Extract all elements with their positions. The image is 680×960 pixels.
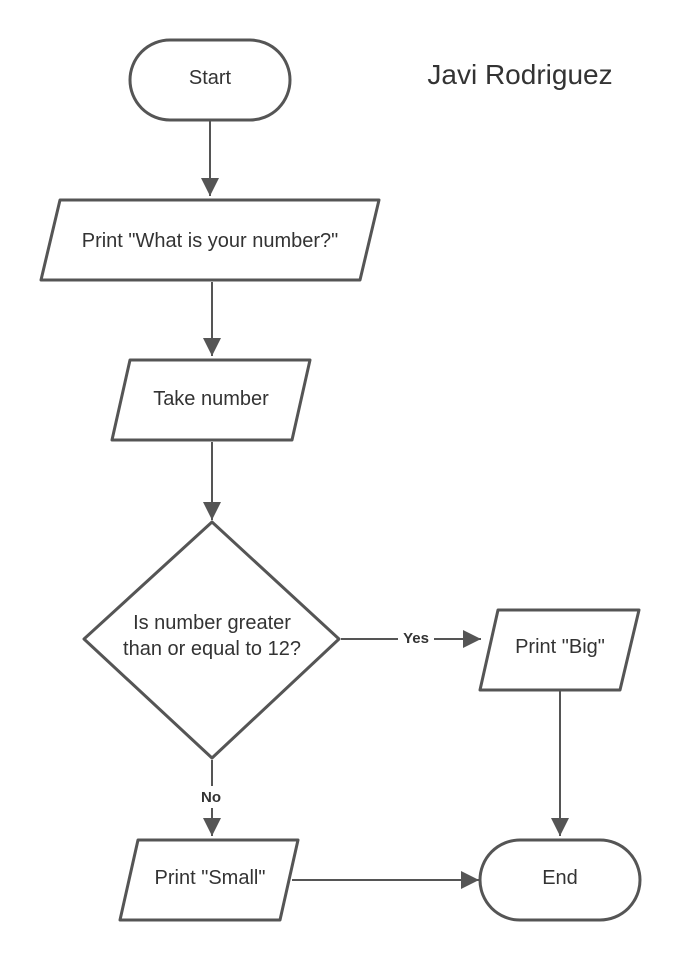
end-node: End [478, 838, 642, 922]
print-prompt-shape [39, 198, 381, 282]
author-name: Javi Rodriguez [427, 59, 612, 90]
edge-label-yes: Yes [403, 630, 429, 647]
end-label: End [542, 867, 578, 889]
start-label: Start [189, 67, 232, 89]
print-prompt-label: Print "What is your number?" [82, 230, 339, 252]
decision-diamond-shape [82, 520, 341, 760]
no-label-background [194, 786, 228, 808]
print-small-shape [118, 838, 300, 922]
print-big-label: Print "Big" [515, 636, 605, 658]
edge-label-no: No [201, 789, 221, 806]
start-terminal-shape [128, 38, 292, 122]
end-terminal-shape [478, 838, 642, 922]
start-node: Start [128, 38, 292, 122]
yes-label-background [398, 628, 434, 648]
print-prompt-node: Print "What is your number?" [39, 198, 381, 282]
take-number-node: Take number [110, 358, 312, 442]
take-number-label: Take number [153, 388, 269, 410]
print-small-label: Print "Small" [155, 867, 266, 889]
decision-node: Is number greater than or equal to 12? [82, 520, 341, 760]
print-big-shape [478, 608, 641, 692]
print-big-node: Print "Big" [478, 608, 641, 692]
print-small-node: Print "Small" [118, 838, 300, 922]
take-number-shape [110, 358, 312, 442]
decision-label-line2: than or equal to 12? [123, 638, 301, 660]
decision-label-line1: Is number greater [133, 612, 291, 634]
